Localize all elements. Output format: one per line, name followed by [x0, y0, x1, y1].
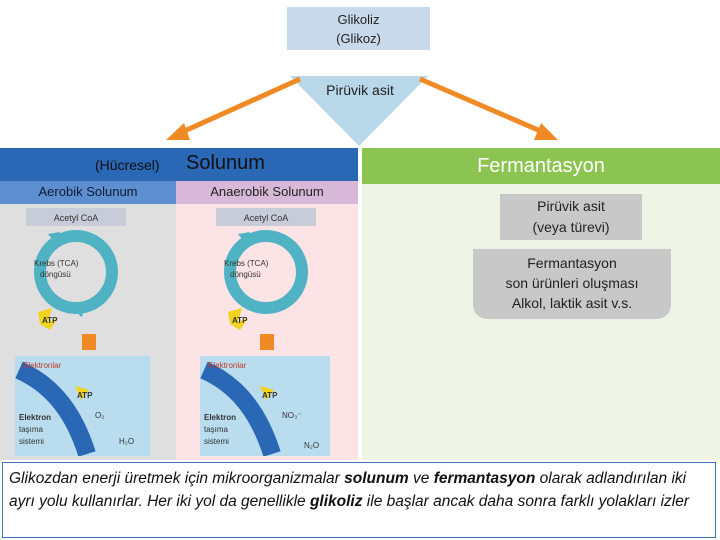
etc-atp-icon	[75, 386, 89, 400]
anaerobic-etc-diagram: Elektronlar ATP NO₃⁻ N₂O Elektron taşıma…	[200, 356, 330, 456]
etc-label2-2: taşıma	[204, 425, 229, 434]
glycolysis-box: Glikoliz (Glikoz)	[287, 7, 430, 50]
acetyl-coa-text-2: Acetyl CoA	[244, 213, 289, 223]
respiration-title: Solunum	[186, 152, 265, 174]
krebs-text-4: döngüsü	[230, 270, 261, 279]
atp-arrow	[74, 307, 84, 317]
acetyl-coa-text: Acetyl CoA	[54, 213, 99, 223]
left-orange-arrowhead	[166, 123, 190, 140]
caption-part1: Glikozdan enerji üretmek için mikroorgan…	[9, 470, 345, 487]
left-orange-arrow	[178, 76, 302, 136]
o2-label: O₂	[95, 411, 104, 420]
etc-atp-label-2: ATP	[262, 391, 278, 400]
krebs-text: Krebs (TCA)	[34, 259, 79, 268]
fermentation-box1-line2: (veya türevi)	[532, 219, 610, 235]
caption-bold-fermantasyon: fermantasyon	[433, 470, 536, 487]
down-arrow-icon	[82, 334, 96, 350]
atp-label-2: ATP	[232, 316, 248, 325]
fermentation-box2-line2: son ürünleri oluşması	[505, 275, 639, 291]
fermentation-box1-line1: Pirüvik asit	[537, 198, 605, 214]
caption-part4: ile başlar ancak daha sonra farklı yolak…	[362, 493, 690, 510]
aerobic-header: Aerobik Solunum	[0, 181, 176, 204]
anaerobic-krebs-diagram: Acetyl CoA Krebs (TCA) döngüsü ATP	[216, 208, 316, 350]
krebs-arrow-icon-2	[238, 232, 250, 244]
caption-text: Glikozdan enerji üretmek için mikroorgan…	[2, 462, 716, 538]
right-orange-arrowhead	[534, 123, 558, 140]
fermentation-products-box: Fermantasyon son ürünleri oluşması Alkol…	[473, 249, 671, 319]
aerobic-etc-diagram: Elektronlar ATP O₂ H₂O Elektron taşıma s…	[15, 356, 150, 456]
fermentation-box2-line1: Fermantasyon	[527, 255, 617, 271]
h2o-label: H₂O	[119, 437, 134, 446]
etc-atp-icon-2	[260, 386, 274, 400]
etc-label3: sistemi	[19, 437, 44, 446]
right-orange-arrow	[419, 76, 546, 136]
caption-bold-glikoliz: glikoliz	[309, 493, 363, 510]
acetyl-coa-box	[26, 208, 126, 226]
no3-label: NO₃⁻	[282, 411, 301, 420]
fermentation-box2-line3: Alkol, laktik asit v.s.	[511, 295, 633, 311]
caption-part2: ve	[408, 470, 434, 487]
glycolysis-subtitle: (Glikoz)	[336, 31, 381, 46]
respiration-header: (Hücresel) Solunum	[0, 148, 358, 181]
pyruvic-acid-label: Pirüvik asit	[326, 82, 394, 98]
etc-label3-2: sistemi	[204, 437, 229, 446]
fermentation-pyruvic-box: Pirüvik asit (veya türevi)	[500, 194, 642, 240]
central-down-arrow	[290, 76, 428, 146]
aerobic-krebs-diagram: Acetyl CoA Krebs (TCA) döngüsü ATP	[26, 208, 126, 350]
atp-label: ATP	[42, 316, 58, 325]
krebs-arrow-icon	[48, 232, 60, 244]
krebs-cycle-ring-2	[224, 230, 308, 314]
atp-burst-icon-2	[228, 308, 248, 330]
etc-atp-label: ATP	[77, 391, 93, 400]
respiration-prefix: (Hücresel)	[95, 157, 160, 173]
etc-label1: Elektron	[19, 413, 51, 422]
acetyl-coa-box-2	[216, 208, 316, 226]
n2o-label: N₂O	[304, 441, 319, 450]
krebs-text-3: Krebs (TCA)	[224, 259, 269, 268]
glycolysis-title: Glikoliz	[337, 12, 380, 27]
caption-bold-solunum: solunum	[344, 470, 409, 487]
electrons-label: Elektronlar	[23, 361, 62, 370]
caption-part3: olarak adlandırılan iki ayrı yolu kullan…	[9, 470, 687, 510]
etc-label2: taşıma	[19, 425, 44, 434]
down-arrow-icon-2	[260, 334, 274, 350]
membrane-band-2	[200, 361, 281, 456]
fermentation-header: Fermantasyon	[362, 148, 720, 184]
membrane-band	[15, 361, 96, 456]
krebs-text2: döngüsü	[40, 270, 71, 279]
atp-burst-icon	[38, 308, 58, 330]
anaerobic-header: Anaerobik Solunum	[176, 181, 358, 204]
etc-label1-2: Elektron	[204, 413, 236, 422]
electrons-label-2: Elektronlar	[208, 361, 247, 370]
